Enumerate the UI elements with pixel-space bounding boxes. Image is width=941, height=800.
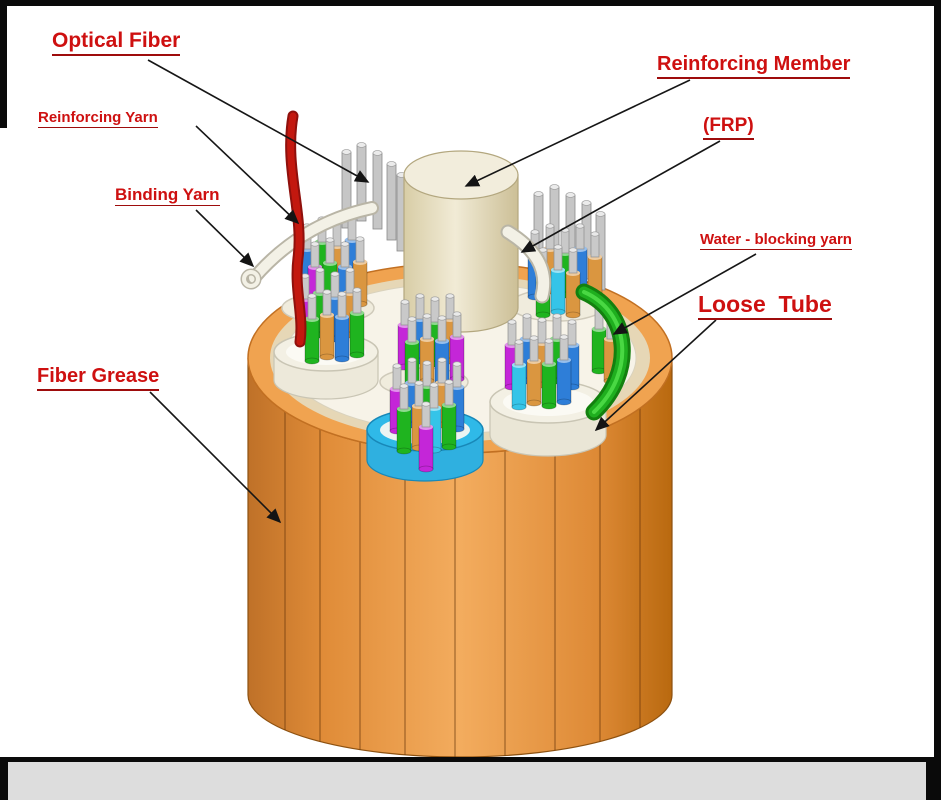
water-blocking-yarn-strand [575, 283, 631, 421]
optical-fibers-left [297, 267, 365, 365]
leader-arrow-frp [520, 140, 721, 253]
leader-arrow-loose-tube [594, 319, 717, 432]
leader-arrow-binding-yarn [195, 209, 255, 268]
binding-yarn-band [240, 201, 552, 304]
leader-arrow-water-blocking-yarn [612, 253, 757, 335]
leader-arrow-reinforcing-yarn [195, 125, 300, 225]
leader-arrow-fiber-grease [149, 391, 282, 524]
jacket-facet-lines [284, 408, 641, 757]
leader-arrow-reinforcing-member [464, 79, 691, 187]
fiber-tip-pin [386, 161, 397, 241]
leader-arrow-optical-fiber [147, 59, 370, 183]
fiber-tip-pin [372, 150, 383, 230]
annotation-arrows [147, 59, 757, 524]
reinforcing-member-cylinder [403, 150, 519, 333]
reinforcing-yarn-strand [285, 110, 307, 348]
